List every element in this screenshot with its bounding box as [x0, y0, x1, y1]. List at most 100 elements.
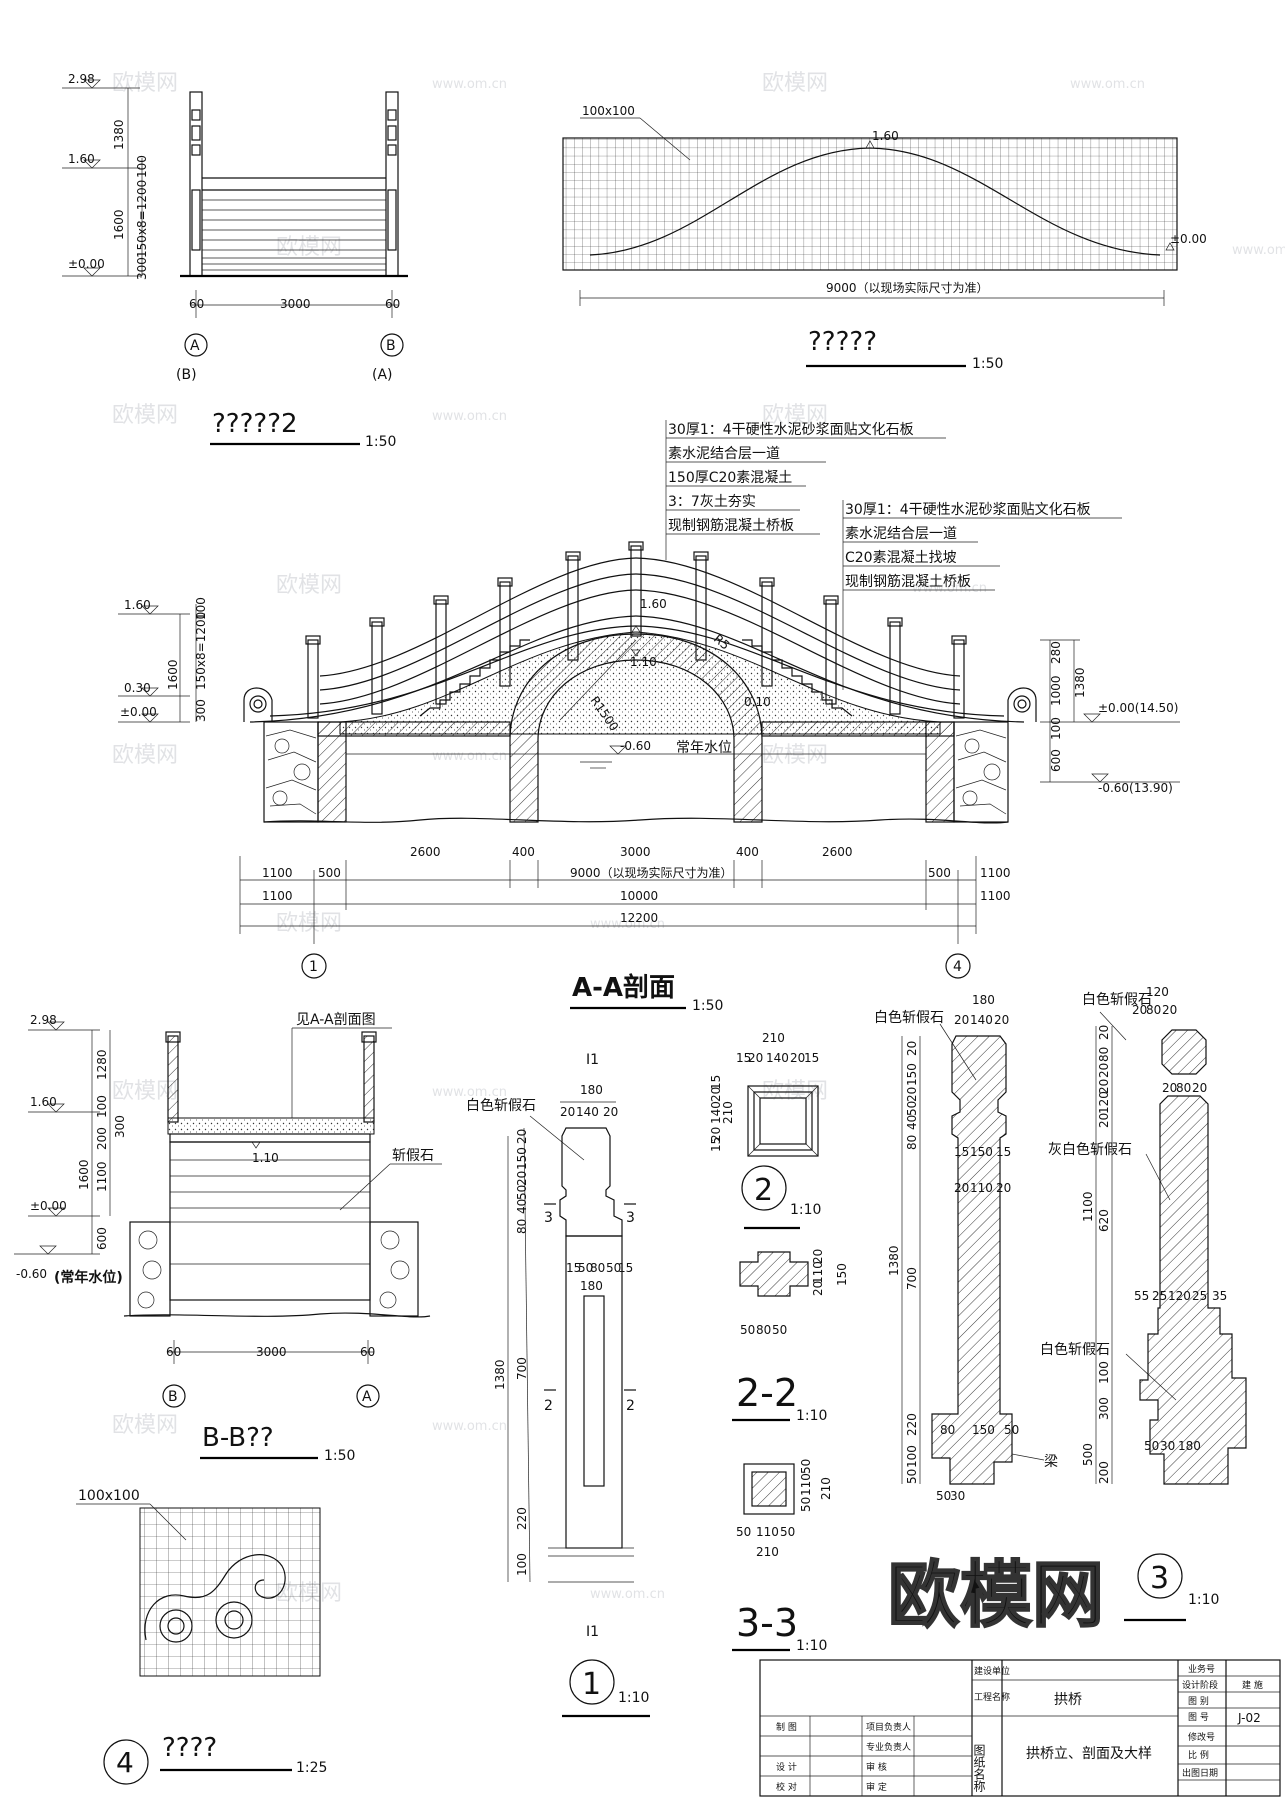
- tb-label: 制 图: [776, 1721, 797, 1733]
- post-head: [559, 1127, 623, 1237]
- view-scale: 1:10: [618, 1690, 649, 1706]
- view-title: ?????2: [212, 409, 298, 439]
- note-text: 见A-A剖面图: [296, 1012, 376, 1028]
- view-scale: 1:50: [365, 434, 396, 450]
- drawing-name: 拱桥立、剖面及大样: [1026, 1746, 1152, 1762]
- axis-label: (B): [176, 367, 197, 383]
- dim-text: 210: [762, 1031, 785, 1045]
- scroll-curve: [144, 1554, 286, 1641]
- dim-text: 80: [1176, 1081, 1191, 1095]
- note-text: 3：7灰土夯实: [668, 494, 756, 510]
- vdim-text: 150x8=1200: [135, 180, 149, 258]
- cut-mark: 3: [626, 1210, 635, 1226]
- dim-text: 20: [996, 1181, 1011, 1195]
- level-mark-1-60: 1.60: [62, 152, 140, 169]
- level-text: -0.60: [16, 1267, 47, 1281]
- watermark-text: 欧模网: [762, 71, 828, 96]
- dim-text: 400: [736, 845, 759, 859]
- watermark-text: 欧模网: [276, 911, 342, 936]
- dim-text: 50: [936, 1489, 951, 1503]
- note-text: 现制钢筋混凝土桥板: [668, 517, 794, 534]
- post-cap: [1161, 1029, 1207, 1075]
- watermark-url: www.om.cn: [590, 1587, 665, 1602]
- vdim-text: 20: [709, 1087, 723, 1102]
- watermark-url: www.om.cn: [912, 581, 987, 596]
- vdim-text: 200: [95, 1127, 109, 1150]
- vdim-text: 300: [135, 257, 149, 280]
- axis-label: 1: [309, 959, 318, 975]
- watermark-text: 欧模网: [112, 743, 178, 768]
- watermark-text: 欧模网: [112, 71, 178, 96]
- scroll-grid: [139, 1507, 321, 1677]
- post-section-body: [931, 1035, 1013, 1485]
- note-text: 素水泥结合层一道: [668, 446, 780, 462]
- vdim-text: 50: [905, 1101, 919, 1116]
- dim-text: 30: [1160, 1439, 1175, 1453]
- dim-text: 20: [1162, 1081, 1177, 1095]
- detail-post-section: 180 20 140 20 白色斩假石 20 150 20 50 40 80 7…: [874, 993, 1058, 1503]
- level-text: -0.60(13.90): [1098, 781, 1173, 795]
- elevation-end-view: 2.98 1.60 ±0.00 1380 100 1600 150x8=1200…: [62, 72, 408, 450]
- view-scale: 1:10: [796, 1408, 827, 1424]
- vdim-text: 40: [905, 1115, 919, 1130]
- dim-text: 15: [736, 1051, 751, 1065]
- dim-text: 120: [1168, 1289, 1191, 1303]
- dim-text: 140: [766, 1051, 789, 1065]
- dim-text: 500: [318, 866, 341, 880]
- water-surface: -0.60 常年水位: [346, 739, 926, 769]
- detail-number: 2: [754, 1173, 773, 1208]
- dim-text: 1100: [262, 889, 293, 903]
- vdim-text: 200: [1097, 1461, 1111, 1484]
- level-text: 1.60: [124, 598, 151, 612]
- dim-text: 1100: [980, 866, 1011, 880]
- bridge-body: [169, 1141, 371, 1301]
- view-title: 2-2: [736, 1371, 798, 1415]
- dim-text: 1100: [262, 866, 293, 880]
- left-level-marks: 1.60 0.30 ±0.00 100 1600 150x8=1200 300: [118, 597, 208, 723]
- cut-mark: 2: [626, 1398, 635, 1414]
- hdim-text: 3000: [280, 297, 311, 311]
- level-end: ±0.00: [1170, 232, 1207, 246]
- dim-text: 400: [512, 845, 535, 859]
- arch-label: 1.10: [630, 655, 657, 669]
- post-left: [189, 91, 203, 277]
- tb-label: 校 对: [776, 1781, 797, 1793]
- dim-text: 110: [756, 1525, 779, 1539]
- dim-text: 1100: [980, 889, 1011, 903]
- view-scale: 1:10: [790, 1202, 821, 1218]
- dim-text: 50: [740, 1323, 755, 1337]
- tb-label: 建设单位: [974, 1665, 1010, 1677]
- dim-text: 20: [748, 1051, 763, 1065]
- dim-text: 20: [1192, 1081, 1207, 1095]
- vdim-text: 1380: [493, 1359, 507, 1390]
- note-text: 现制钢筋混凝土桥板: [845, 573, 971, 590]
- dim-text: 20: [1132, 1003, 1147, 1017]
- vdim-text: 210: [819, 1477, 833, 1500]
- water-level-label: (常年水位): [54, 1269, 123, 1286]
- detail-1-post: I1 180 20 140 20 白色斩假石 20 150 20 50 40 8…: [466, 1052, 650, 1718]
- dim-text: 20: [1162, 1003, 1177, 1017]
- vdim-text: 1600: [166, 659, 180, 690]
- note-text: 30厚1：4干硬性水泥砂浆面贴文化石板: [845, 502, 1091, 518]
- watermark-url: www.om.cn: [432, 409, 507, 424]
- vdim-text: 100: [1097, 1361, 1111, 1384]
- arch-label: 0.10: [744, 695, 771, 709]
- vdim-text: 20: [515, 1129, 529, 1144]
- dim-text: 25: [1152, 1289, 1167, 1303]
- vdim-text: 300: [113, 1115, 127, 1138]
- tb-label: 专业负责人: [866, 1741, 911, 1753]
- dim-text: 50: [780, 1525, 795, 1539]
- level-text: ±0.00: [68, 257, 105, 271]
- vdim-text: 20: [515, 1171, 529, 1186]
- note-text: C20素混凝土找坡: [845, 550, 957, 566]
- vdim-text: 20: [1097, 1025, 1111, 1040]
- dim-text: 15: [566, 1261, 581, 1275]
- vdim-text: 150: [515, 1147, 529, 1170]
- vdim-text: 50: [799, 1497, 813, 1512]
- level-text: ±0.00(14.50): [1098, 701, 1179, 715]
- vdim-text: 80: [905, 1135, 919, 1150]
- watermark-url: www.om.cn: [1070, 77, 1145, 92]
- tb-label: 图 号: [1188, 1712, 1209, 1723]
- dim-text: 30: [950, 1489, 965, 1503]
- tb-label: 图纸名称: [972, 1744, 986, 1792]
